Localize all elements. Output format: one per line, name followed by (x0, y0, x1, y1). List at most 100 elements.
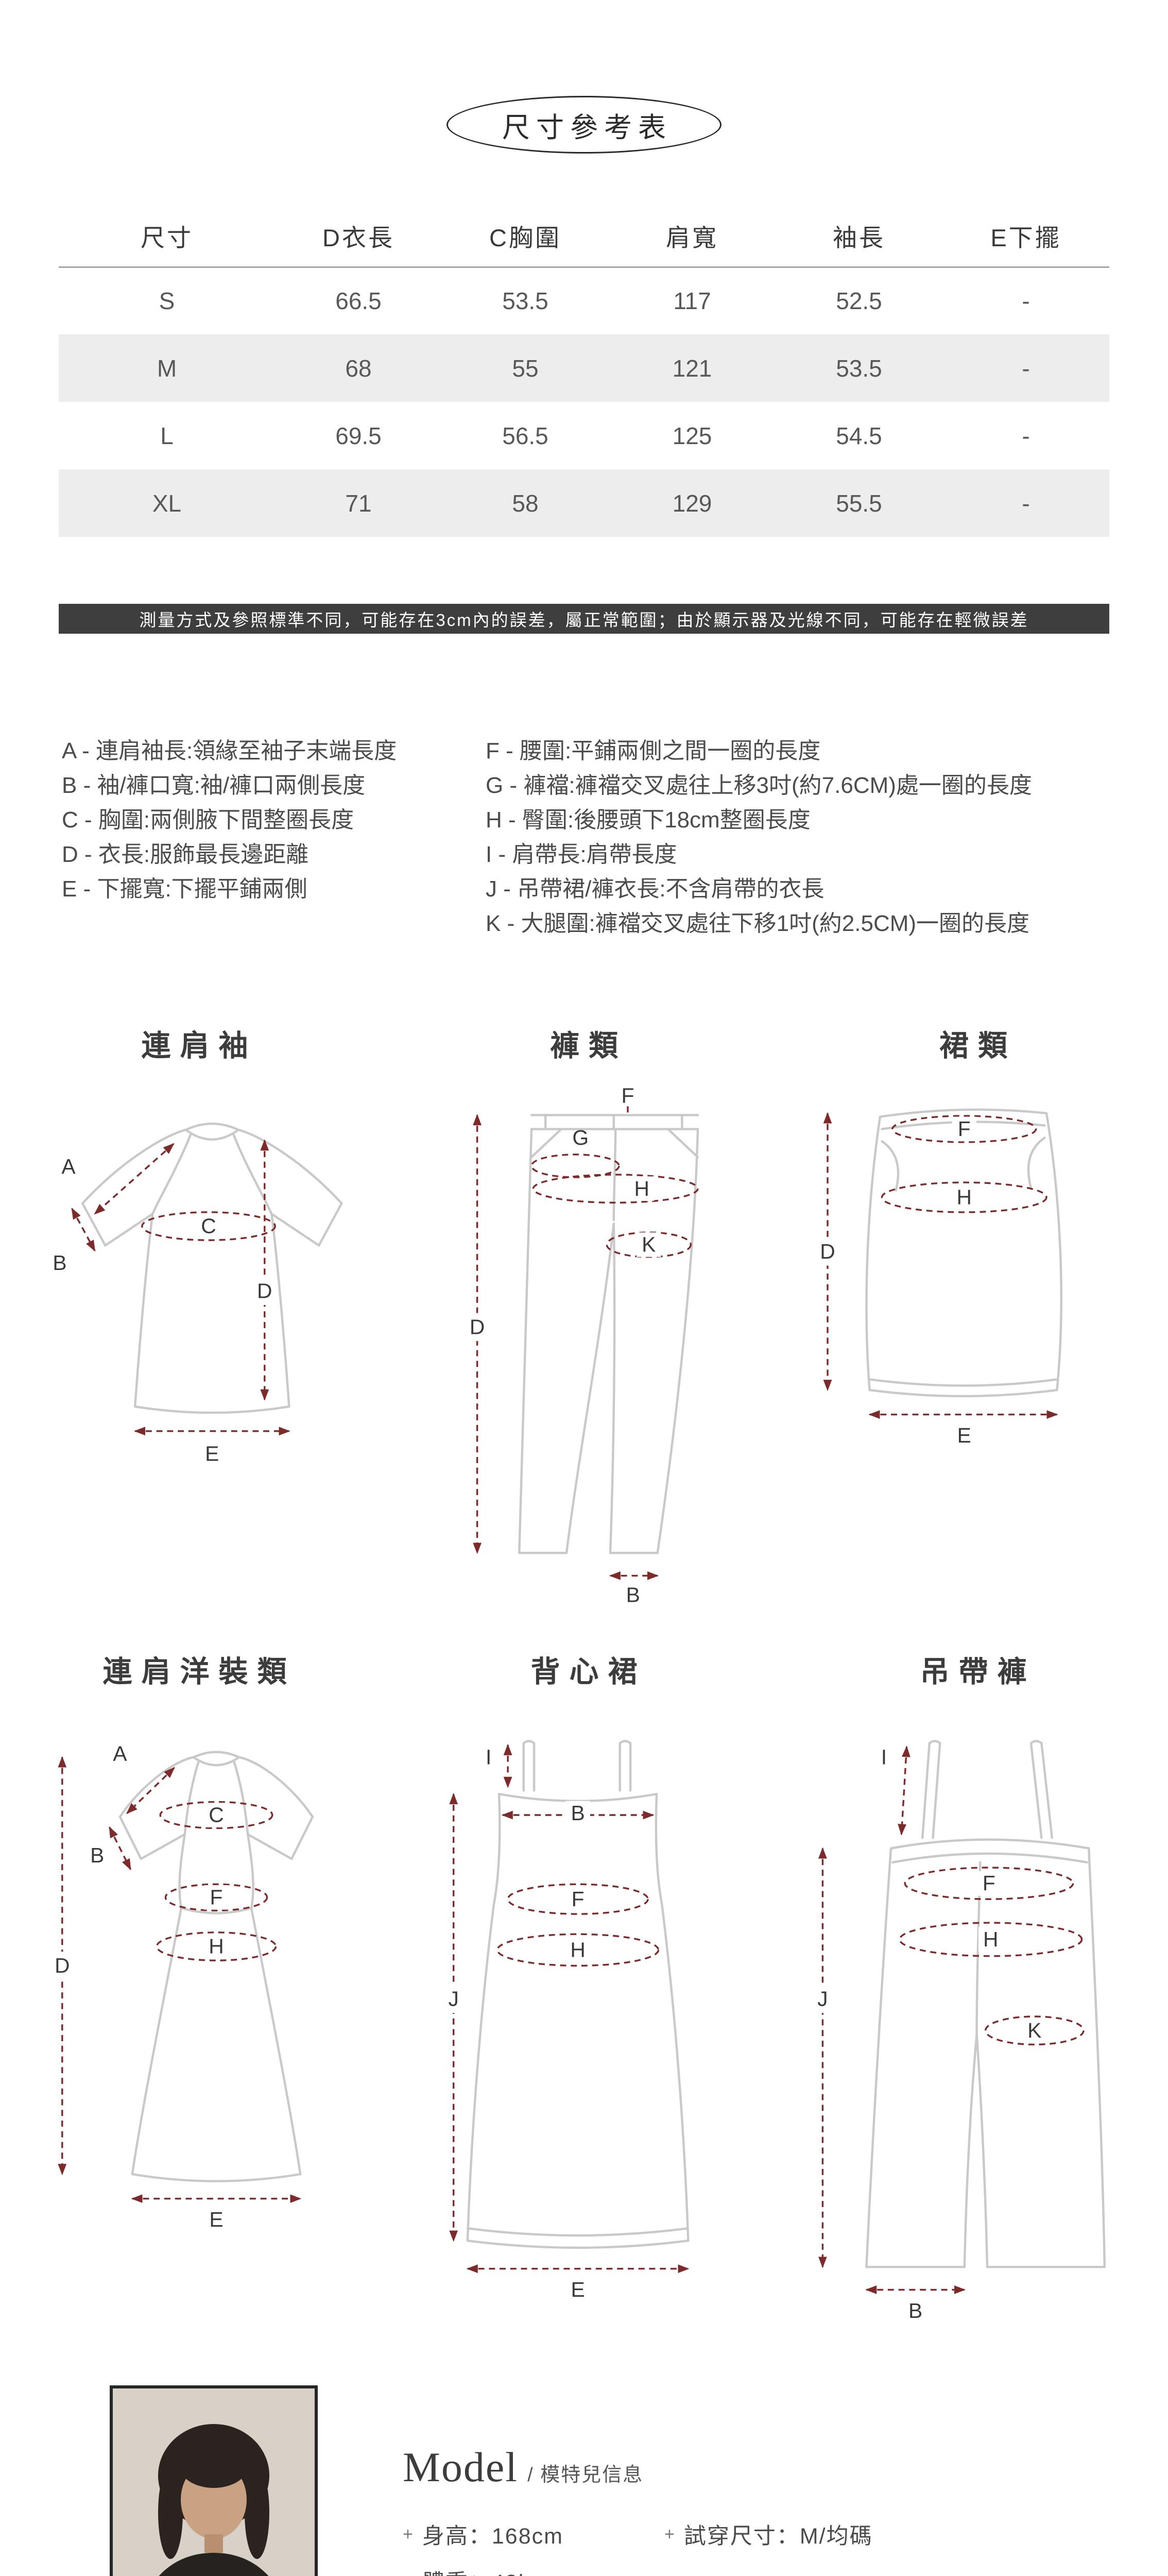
legend-left-column: A - 連肩袖長:領緣至袖子末端長度 B - 袖/褲口寬:袖/褲口兩側長度 C … (62, 734, 486, 941)
legend-item: C - 胸圍:兩側腋下間整圈長度 (62, 807, 354, 833)
measure-label-f: F (983, 1871, 995, 1895)
measure-label-i: I (881, 1745, 887, 1769)
measure-label-d: D (257, 1279, 272, 1302)
legend-right-column: F - 腰圍:平鋪兩側之間一圈的長度 G - 褲襠:褲襠交叉處往上移3吋(約7.… (486, 734, 1032, 941)
table-cell: 52.5 (836, 287, 882, 315)
col-header-bust: C胸圍 (489, 224, 561, 251)
measure-label-e: E (571, 2278, 585, 2301)
table-cell: - (1022, 287, 1030, 315)
garment-outline (518, 1114, 699, 1554)
col-header-size: 尺寸 (141, 224, 193, 251)
skirt-diagram: F H D E (815, 1108, 1062, 1447)
legend-item: I - 肩帶長:肩帶長度 (486, 842, 677, 867)
garment-outline (865, 1108, 1062, 1398)
measurement-marks: F G H K D B (465, 1087, 699, 1606)
measure-label-h: H (956, 1185, 971, 1209)
model-heading-zh: / 模特兒信息 (527, 2464, 644, 2486)
raglan-dress-diagram: A B C F H D E (50, 1742, 314, 2231)
stat-height: + 身高：168cm (403, 2518, 664, 2550)
measure-label-k: K (1027, 2019, 1041, 2042)
model-info: Model / 模特兒信息 + 身高：168cm + 試穿尺寸：M/均碼 (403, 2385, 873, 2576)
pants-diagram: F G H K D B (465, 1087, 699, 1606)
model-heading: Model / 模特兒信息 (403, 2443, 873, 2492)
col-header-length: D衣長 (322, 224, 394, 251)
table-cell: 53.5 (502, 287, 548, 315)
measurement-marks: F H D E (815, 1112, 1058, 1447)
diagram-title: 吊帶褲 (920, 1655, 1036, 1688)
measure-label-d: D (470, 1315, 485, 1338)
model-section: @蹦蹦 Model / 模特兒信息 + 身高：168cm + 試穿尺寸：M/均碼 (110, 2385, 873, 2576)
measure-label-f: F (958, 1117, 971, 1141)
measure-label-d: D (820, 1240, 835, 1263)
table-row: L 69.5 56.5 125 54.5 - (59, 402, 1109, 469)
diagram-title: 褲類 (550, 1029, 627, 1062)
table-cell: 71 (345, 489, 372, 517)
garment-outline (466, 1740, 690, 2249)
measurement-marks: I F H K J B (810, 1745, 1085, 2323)
measure-label-f: F (210, 1885, 223, 1909)
measure-label-b: B (626, 1583, 640, 1606)
table-cell: 56.5 (502, 422, 548, 449)
measure-label-h: H (209, 1935, 224, 1958)
measure-label-c: C (201, 1214, 216, 1238)
table-cell: L (160, 422, 174, 449)
table-cell: 54.5 (836, 422, 882, 449)
diagram-title: 裙類 (939, 1029, 1017, 1062)
stat-row: + 體重：43kg (403, 2565, 873, 2576)
model-portrait-illustration (113, 2389, 315, 2576)
table-cell: 55.5 (836, 489, 882, 517)
col-header-hem: E下擺 (990, 224, 1061, 251)
garment-outline (81, 1122, 343, 1414)
legend-item: J - 吊帶裙/褲衣長:不含肩帶的衣長 (486, 876, 825, 902)
model-heading-en: Model (403, 2444, 519, 2490)
diagram-cell-overalls: 吊帶褲 (779, 1651, 1168, 2332)
legend-item: E - 下擺寬:下擺平鋪兩側 (62, 876, 307, 902)
table-cell: 121 (672, 354, 712, 382)
size-table-body: S 66.5 53.5 117 52.5 - M 68 55 121 53.5 … (59, 267, 1109, 537)
legend-item: K - 大腿圍:褲襠交叉處往下移1吋(約2.5CM)一圈的長度 (486, 911, 1030, 936)
measure-label-a: A (61, 1155, 76, 1178)
table-row: XL 71 58 129 55.5 - (59, 469, 1109, 537)
table-cell: 69.5 (335, 422, 382, 449)
table-cell: 55 (512, 354, 539, 382)
measure-label-d: D (55, 1954, 70, 1977)
table-row: M 68 55 121 53.5 - (59, 334, 1109, 402)
table-cell: 68 (345, 354, 372, 382)
table-cell: 66.5 (335, 287, 382, 315)
legend-item: B - 袖/褲口寬:袖/褲口兩側長度 (62, 773, 366, 798)
measure-label-b: B (908, 2299, 922, 2323)
page-title-text: 尺寸參考表 (502, 112, 672, 143)
measure-label-f: F (572, 1887, 585, 1911)
measure-label-k: K (642, 1233, 656, 1257)
diagram-title: 連肩洋裝類 (102, 1655, 296, 1688)
stat-height-text: 身高：168cm (422, 2524, 563, 2549)
legend-item: A - 連肩袖長:領緣至袖子末端長度 (62, 738, 397, 764)
measurement-marks: A B C D E (53, 1139, 290, 1466)
measure-label-j: J (448, 1987, 458, 2011)
diagram-cell-vest-dress: 背心裙 I (389, 1651, 779, 2323)
measure-label-b: B (90, 1843, 104, 1867)
diagram-cell-skirt: 裙類 (779, 1025, 1168, 1451)
table-cell: 129 (672, 489, 712, 517)
overalls-diagram: I F H K J B (810, 1740, 1106, 2323)
legend-item: H - 臀圍:後腰頭下18cm整圈長度 (486, 807, 811, 833)
measure-label-e: E (205, 1442, 219, 1466)
raglan-top-diagram: A B C D E (53, 1122, 343, 1466)
measure-label-g: G (572, 1126, 589, 1149)
measure-label-b: B (571, 1801, 585, 1825)
model-photo: @蹦蹦 (110, 2385, 318, 2576)
diagram-cell-raglan-top: 連肩袖 (0, 1025, 389, 1498)
col-header-shoulder: 肩寬 (666, 224, 718, 251)
measurement-legend: A - 連肩袖長:領緣至袖子末端長度 B - 袖/褲口寬:袖/褲口兩側長度 C … (62, 734, 1107, 941)
measure-label-h: H (570, 1938, 585, 1961)
legend-item: G - 褲襠:褲襠交叉處往上移3吋(約7.6CM)處一圈的長度 (486, 773, 1032, 798)
measure-label-c: C (209, 1803, 224, 1827)
measure-label-e: E (957, 1423, 971, 1447)
measure-label-b: B (53, 1251, 66, 1275)
diagram-row-tops: 連肩袖 (0, 1025, 1168, 1633)
stat-fit-size: + 試穿尺寸：M/均碼 (664, 2518, 873, 2550)
bullet-icon: + (403, 2524, 414, 2544)
table-cell: 117 (673, 287, 711, 315)
page-title: 尺寸參考表 (446, 96, 722, 154)
